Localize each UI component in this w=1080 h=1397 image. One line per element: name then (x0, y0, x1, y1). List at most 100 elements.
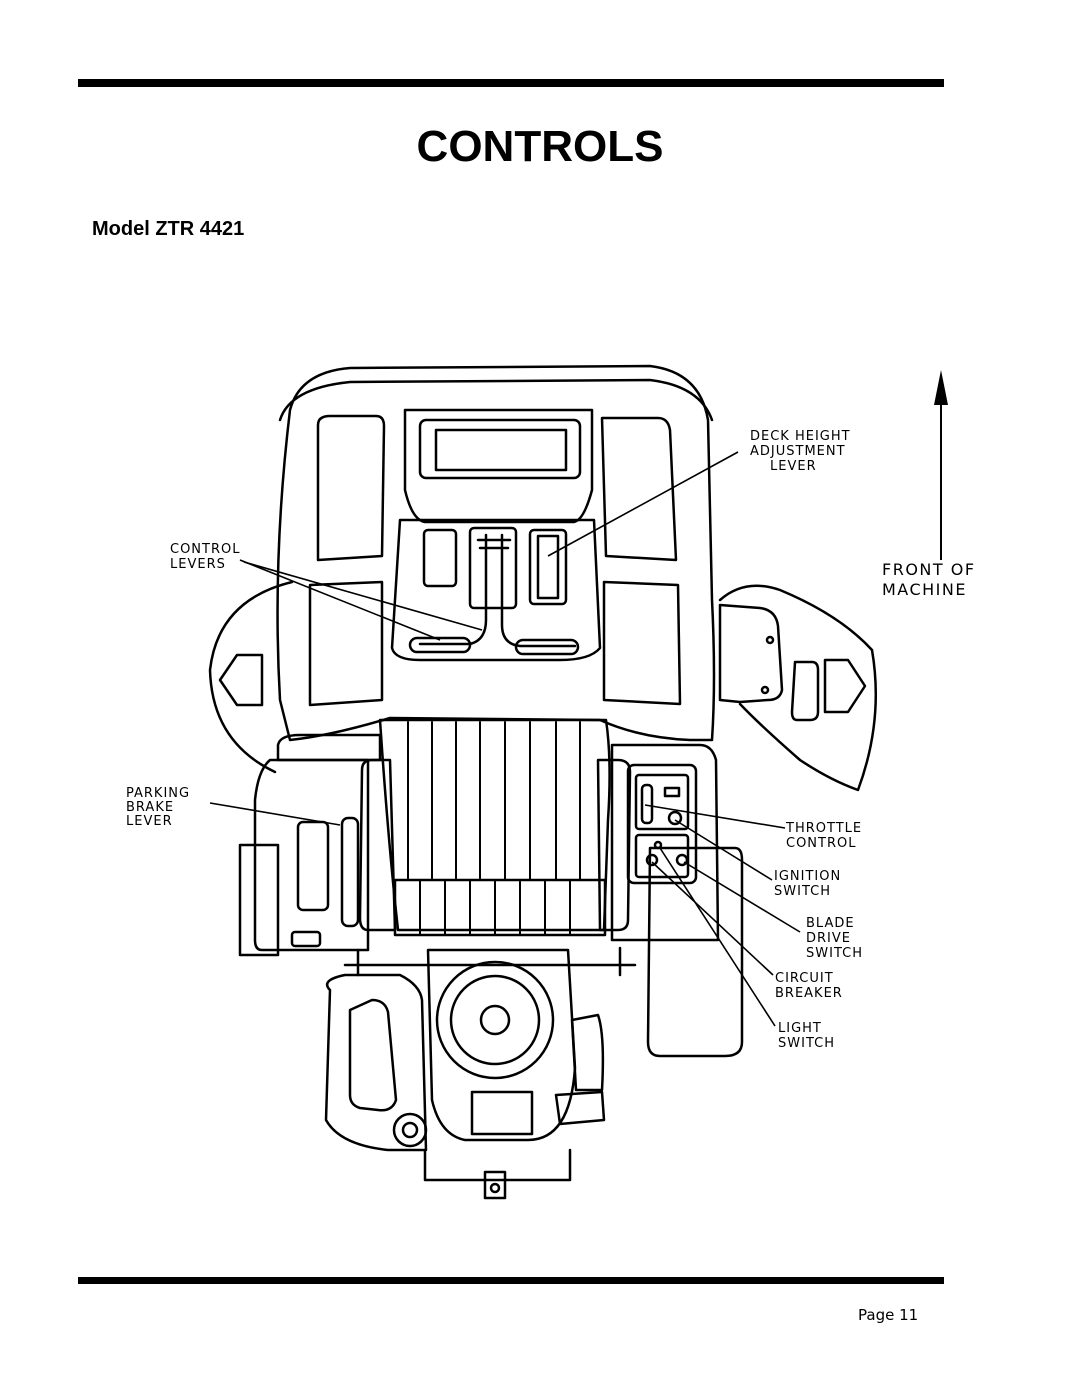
fuel-tank-recess (348, 998, 398, 1112)
small-plate (290, 930, 322, 948)
callout-leaders (209, 451, 801, 1027)
seat-cushion-ribs (419, 879, 571, 936)
light-switch-label-2: SWITCH (778, 1036, 835, 1051)
air-filter (570, 1013, 605, 1092)
bolt-1 (765, 635, 775, 645)
hitch-hole (489, 1182, 501, 1194)
right-armrest (596, 758, 632, 932)
dash-hood-curve (278, 378, 714, 422)
circuit-breaker-leader (651, 861, 774, 976)
right-rear-deck (610, 743, 720, 942)
engine-hub (479, 1004, 511, 1036)
console-upper (403, 408, 594, 524)
blade-drive-leader (683, 861, 801, 933)
ignition-label-1: IGNITION (774, 869, 841, 884)
throttle-leader (644, 804, 786, 829)
deck-height-leader (547, 451, 739, 557)
ignition-switch-knob (667, 810, 683, 826)
circuit-breaker-label-1: CIRCUIT (775, 971, 834, 986)
right-fender (718, 584, 878, 792)
deck-height-label-3: LEVER (770, 459, 817, 474)
left-storage-slot (296, 820, 330, 912)
right-control-lever (500, 533, 577, 648)
fuel-cap-center (401, 1121, 419, 1139)
parking-brake-lever (340, 816, 360, 928)
blade-drive-label-1: BLADE (806, 916, 855, 931)
blade-drive-label-3: SWITCH (806, 946, 863, 961)
left-rear-deck (253, 758, 370, 952)
hitch-plate (483, 1170, 507, 1200)
control-lever-leader-2 (243, 561, 483, 631)
control-panel-top (634, 773, 690, 831)
light-switch-leader (659, 847, 776, 1027)
left-caster-marker (218, 653, 264, 707)
engine-flywheel-outer (435, 960, 555, 1080)
light-switch-knob (653, 840, 663, 850)
front-body (276, 364, 716, 742)
deck-height-lever (528, 528, 568, 606)
parking-brake-leader (209, 802, 341, 826)
left-fender-arc (208, 580, 294, 774)
left-lower-pane (308, 580, 384, 707)
control-levers-label-1: CONTROL (170, 542, 240, 557)
display-box (418, 418, 582, 480)
engine-cover (554, 1090, 606, 1126)
bolt-2 (760, 685, 770, 695)
engine-block (426, 948, 577, 1142)
throttle-indicator (663, 786, 681, 798)
rear-hitch-frame (423, 1148, 572, 1182)
seat-cushion (393, 878, 607, 937)
model-subtitle: Model ZTR 4421 (92, 218, 245, 240)
engine-nameplate (470, 1090, 534, 1136)
lever-slot (468, 526, 518, 610)
right-caster-pad (790, 660, 820, 722)
throttle-slot (640, 783, 654, 825)
ignition-label-2: SWITCH (774, 884, 831, 899)
right-upper-pane (600, 416, 678, 562)
fuel-cap (392, 1112, 428, 1148)
left-lever-grip (408, 636, 472, 654)
blade-drive-label-2: DRIVE (806, 931, 851, 946)
control-panel-housing (626, 763, 698, 885)
fuel-tank (324, 973, 428, 1152)
left-upper-pane (316, 414, 386, 562)
right-caster-marker (823, 658, 867, 714)
right-lower-pane (602, 580, 682, 706)
ignition-leader (674, 819, 773, 881)
rear-frame-rail (343, 946, 637, 977)
throttle-label-2: CONTROL (786, 836, 856, 851)
front-arrow (934, 370, 948, 560)
light-switch-label-1: LIGHT (778, 1021, 822, 1036)
top-rule (78, 79, 944, 87)
right-rear-wheel (646, 846, 744, 1058)
engine-flywheel-inner (449, 974, 541, 1066)
seat-back (378, 718, 611, 932)
deck-height-lever-inner (536, 534, 560, 600)
parking-brake-label-2: BRAKE (126, 800, 174, 815)
control-levers-label-2: LEVERS (170, 557, 226, 572)
mower-drawing (208, 364, 878, 1200)
display-window (434, 428, 568, 472)
circuit-breaker-knob (645, 853, 659, 867)
seat-ribs (407, 721, 581, 881)
bottom-rule (78, 1277, 944, 1284)
front-of-machine-label-1: FRONT OF (882, 560, 976, 579)
front-of-machine-label-2: MACHINE (882, 580, 967, 599)
left-rear-deck-top (276, 733, 382, 762)
page-title: CONTROLS (416, 122, 664, 171)
right-lever-grip (514, 638, 580, 656)
left-armrest (358, 758, 397, 932)
page-number: Page 11 (858, 1306, 919, 1324)
diagram-labels: DECK HEIGHT ADJUSTMENT LEVER CONTROL LEV… (126, 429, 976, 1051)
parking-brake-label-3: LEVER (126, 814, 173, 829)
deck-height-label-1: DECK HEIGHT (750, 429, 851, 444)
right-caster-mount (718, 603, 784, 704)
control-panel-bottom (634, 833, 690, 879)
blade-drive-knob (675, 853, 689, 867)
control-lever-leader-1 (239, 559, 441, 641)
throttle-label-1: THROTTLE (785, 821, 862, 836)
console-lower (390, 518, 602, 662)
deck-height-label-2: ADJUSTMENT (750, 444, 846, 459)
console-panel-left (422, 528, 458, 588)
